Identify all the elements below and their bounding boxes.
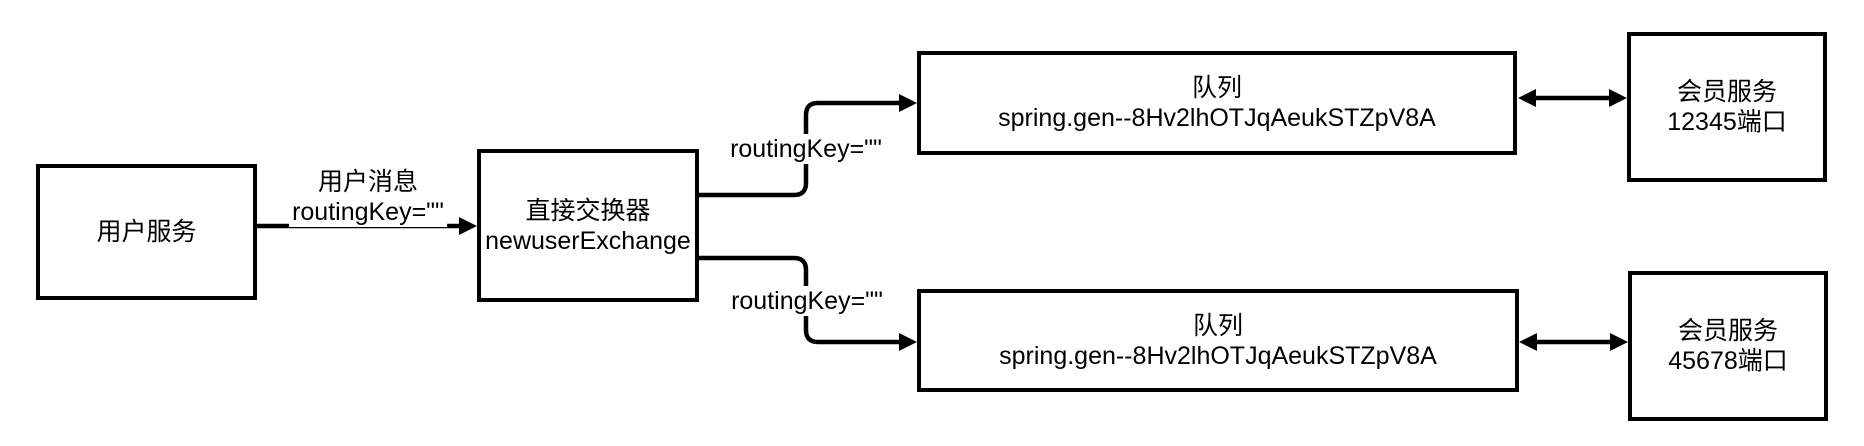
node-member-service-top-label: 会员服务 bbox=[1676, 78, 1777, 106]
arrowhead-into-member-bottom bbox=[1610, 333, 1628, 351]
edge-label-user-to-exchange: 用户消息 routingKey="" bbox=[289, 167, 447, 227]
node-direct-exchange-sublabel: newuserExchange bbox=[485, 226, 691, 255]
node-queue-top-label: 队列 bbox=[1191, 74, 1242, 102]
edge-label-routingkey-top: routingKey="" bbox=[727, 134, 885, 164]
edge-label-user-message: 用户消息 bbox=[317, 168, 418, 196]
node-direct-exchange-label: 直接交换器 bbox=[525, 196, 651, 225]
arrowhead-into-queue-bottom-right bbox=[1519, 333, 1537, 351]
arrowhead-into-queue-top bbox=[899, 94, 917, 112]
arrowhead-into-exchange bbox=[459, 217, 477, 235]
arrowhead-into-queue-bottom bbox=[899, 333, 917, 351]
arrowhead-into-queue-top-right bbox=[1518, 89, 1536, 107]
node-queue-bottom-sublabel: spring.gen--8Hv2lhOTJqAeukSTZpV8A bbox=[999, 341, 1437, 370]
node-user-service: 用户服务 bbox=[36, 164, 257, 300]
node-queue-bottom-label: 队列 bbox=[1192, 311, 1243, 340]
node-member-service-bottom-label: 会员服务 bbox=[1677, 317, 1778, 345]
edge-label-user-routingkey: routingKey="" bbox=[292, 198, 444, 226]
node-queue-top: 队列 spring.gen--8Hv2lhOTJqAeukSTZpV8A bbox=[917, 51, 1517, 155]
edge-queue-bottom-to-member-bottom bbox=[1519, 333, 1628, 351]
arrowhead-into-member-top bbox=[1609, 89, 1627, 107]
node-user-service-label: 用户服务 bbox=[96, 218, 197, 246]
node-queue-top-sublabel: spring.gen--8Hv2lhOTJqAeukSTZpV8A bbox=[998, 104, 1436, 132]
node-queue-bottom: 队列 spring.gen--8Hv2lhOTJqAeukSTZpV8A bbox=[917, 289, 1519, 392]
node-member-service-top-sublabel: 12345端口 bbox=[1667, 108, 1787, 136]
edge-queue-top-to-member-top bbox=[1518, 89, 1627, 107]
node-member-service-bottom: 会员服务 45678端口 bbox=[1628, 271, 1828, 421]
node-member-service-top: 会员服务 12345端口 bbox=[1627, 32, 1827, 182]
edge-label-routingkey-bottom: routingKey="" bbox=[728, 286, 886, 316]
node-direct-exchange: 直接交换器 newuserExchange bbox=[477, 149, 699, 302]
node-member-service-bottom-sublabel: 45678端口 bbox=[1668, 347, 1788, 375]
